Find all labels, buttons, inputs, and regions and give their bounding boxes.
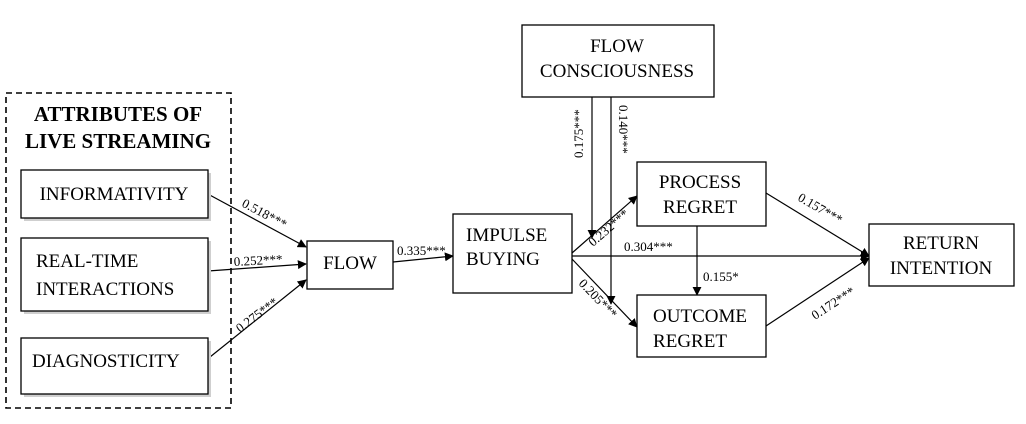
node-real-time-label-line1: REAL-TIME [36,251,138,272]
node-flow: FLOW [306,240,394,290]
coef-flow-impulse: 0.335*** [397,243,446,258]
node-process-regret: PROCESS REGRET [636,161,767,227]
arrow-flow-impulse [392,252,454,263]
coef-impulse-return: 0.304*** [624,239,673,254]
coef-fc-moderation-process: 0.175*** [571,109,586,158]
arrow-impulse-process [571,195,638,254]
coef-outcome-return: 0.172*** [808,283,857,322]
node-flow-consciousness-label-line1: FLOW [590,36,644,57]
node-impulse-buying: IMPULSE BUYING [452,213,573,294]
paths [205,97,870,358]
node-process-regret-label-line1: PROCESS [659,172,741,193]
coef-informativity-flow: 0.518*** [240,195,290,231]
node-return-intention-label-line1: RETURN [903,233,979,254]
arrow-informativity-flow [205,192,307,248]
node-informativity-label: INFORMATIVITY [40,184,189,205]
coef-realtime-flow: 0.252*** [233,251,282,269]
coef-fc-moderation-outcome: 0.140*** [616,105,631,154]
coef-process-return: 0.157*** [796,190,846,227]
node-return-intention-label-line2: INTENTION [890,258,993,279]
arrow-outcome-return [765,257,870,327]
arrow-impulse-outcome [571,258,638,328]
node-informativity: INFORMATIVITY [20,169,211,221]
arrow-process-return [765,192,870,257]
node-flow-label: FLOW [323,253,377,274]
node-outcome-regret-label-line1: OUTCOME [653,306,747,327]
node-real-time-label-line2: INTERACTIONS [36,279,174,300]
arrow-realtime-flow [207,260,307,272]
node-diagnosticity: DIAGNOSTICITY [20,337,211,397]
node-process-regret-label-line2: REGRET [663,197,737,218]
attributes-group-title-line2: LIVE STREAMING [25,129,211,153]
node-return-intention: RETURN INTENTION [868,223,1015,287]
node-impulse-label-line1: IMPULSE [466,225,547,246]
coef-diagnosticity-flow: 0.275*** [233,294,281,335]
arrow-diagnosticity-flow [209,279,307,358]
node-flow-consciousness-label-line2: CONSCIOUSNESS [540,61,694,82]
coef-impulse-outcome: 0.205*** [576,276,621,321]
node-flow-consciousness: FLOW CONSCIOUSNESS [521,24,715,98]
node-outcome-regret-label-line2: REGRET [653,331,727,352]
node-real-time-interactions: REAL-TIME INTERACTIONS [20,237,211,314]
node-diagnosticity-label: DIAGNOSTICITY [32,351,180,372]
coef-process-outcome: 0.155* [703,269,739,284]
attributes-group-frame [5,92,232,409]
node-outcome-regret: OUTCOME REGRET [636,294,767,358]
attributes-group-title-line1: ATTRIBUTES OF [34,102,202,126]
node-impulse-label-line2: BUYING [466,249,540,270]
